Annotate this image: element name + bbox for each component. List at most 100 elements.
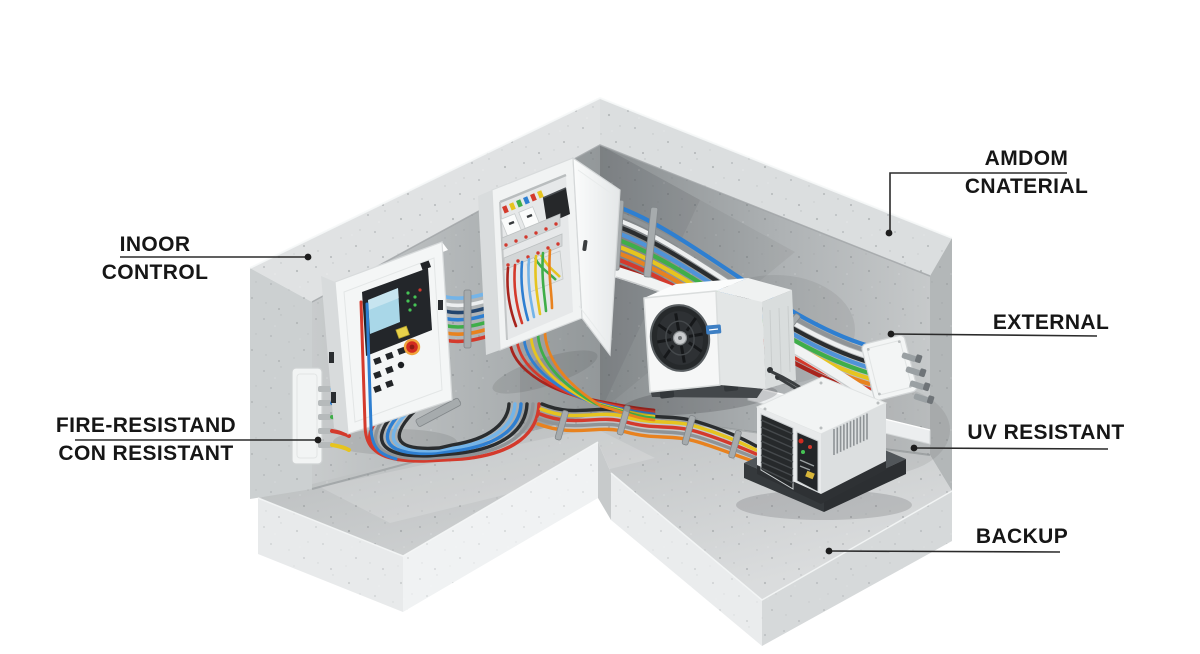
button: [373, 370, 382, 379]
breaker-drop-bundle: [508, 324, 656, 422]
cable-red: [538, 412, 758, 456]
callout-text: FIRE-RESISTAND: [55, 414, 237, 437]
button: [373, 356, 382, 365]
led: [406, 291, 410, 295]
led: [408, 308, 412, 312]
slab-edge-highlight-left: [257, 441, 599, 557]
service-loop-bundle: [367, 402, 541, 463]
external-junction-box: [861, 334, 935, 405]
led: [406, 299, 410, 303]
bolt: [878, 392, 881, 396]
callout-dot-indoor-control: [304, 253, 312, 261]
clip: [681, 415, 696, 446]
callout-text: CON RESISTANT: [58, 442, 234, 465]
latch: [438, 300, 443, 310]
callout-line-backup: [828, 550, 1061, 553]
status-leds: [406, 291, 417, 312]
top-edge-highlight: [249, 96, 953, 269]
callout-text: EXTERNAL: [992, 311, 1110, 334]
generator-label: [805, 470, 815, 480]
callout-dot-external: [887, 330, 895, 338]
cable-black: [397, 402, 511, 451]
fan-hub-dot: [678, 336, 682, 340]
conduit-cover-line: [296, 373, 318, 459]
cable-light-blue: [391, 402, 517, 453]
opening-shadow: [499, 173, 567, 204]
junction-cover: [867, 340, 912, 396]
bolt: [897, 340, 901, 344]
breaker-toggles: [508, 213, 533, 226]
door-handle: [582, 239, 588, 252]
callout-line-wall-material: [889, 172, 1067, 233]
cable-black: [379, 402, 529, 458]
button: [385, 365, 394, 374]
gland-cap: [922, 382, 931, 392]
callout-label-backup: BACKUP: [932, 523, 1112, 551]
top-band-inner-edge: [311, 144, 931, 303]
generator-led-red: [808, 445, 812, 449]
cable-orange: [543, 324, 656, 422]
ac-side-face: [716, 291, 766, 389]
generator-side-vents: [833, 413, 868, 455]
clip: [554, 410, 569, 441]
door-edge-lines: [577, 169, 613, 341]
ac-brand-text: [708, 328, 719, 331]
generator-stop-button: [798, 438, 804, 444]
cable-black: [540, 402, 758, 448]
terminal: [523, 196, 530, 205]
generator-grille: [760, 413, 794, 490]
button: [420, 260, 432, 271]
callout-dot-wall-material: [885, 229, 893, 237]
led: [413, 303, 417, 307]
callout-label-uv-resistant: UV RESISTANT: [946, 419, 1146, 447]
breaker-panel: [478, 156, 621, 357]
button: [385, 379, 394, 388]
grille-slats: [760, 419, 794, 484]
generator-led-green: [801, 450, 805, 454]
button: [385, 351, 394, 360]
screen-glare: [368, 288, 399, 310]
gland: [909, 380, 925, 390]
panel-side-face: [321, 276, 348, 434]
generator-panel-text: [799, 459, 815, 471]
panel-door: [572, 156, 621, 357]
slab-edge-highlight-right: [610, 472, 953, 601]
connector: [318, 414, 333, 420]
ac-top-face: [644, 278, 748, 298]
cable-orange: [536, 422, 758, 464]
clip: [616, 405, 631, 436]
screw: [819, 426, 823, 430]
led: [413, 295, 417, 299]
floor-run-bundle: [536, 402, 758, 464]
callout-text: CONTROL: [101, 261, 209, 284]
callout-line-uv-resistant: [913, 447, 1109, 450]
connector: [318, 400, 333, 406]
cable-yellow: [539, 407, 758, 452]
callout-label-fire-conduit: FIRE-RESISTAND CON RESISTANT: [46, 412, 246, 468]
clip: [415, 397, 462, 427]
callout-text: INOOR: [119, 233, 191, 256]
gland-cap: [918, 368, 927, 378]
terminal: [537, 190, 544, 199]
gland: [913, 393, 929, 403]
gland-cap: [914, 354, 923, 364]
callout-label-indoor-control: INOOR CONTROL: [85, 231, 225, 287]
screw: [876, 401, 880, 405]
hinge: [329, 352, 334, 363]
led-red: [418, 288, 422, 292]
clip: [728, 430, 742, 459]
fan-guard-ring: [665, 320, 695, 356]
ac-side-vents: [769, 305, 791, 377]
callout-lines: [75, 172, 1109, 553]
stub-red: [330, 429, 351, 438]
breaker-shadow: [492, 350, 598, 394]
button: [397, 346, 406, 355]
panel-buttons: [373, 260, 432, 393]
bolt: [866, 347, 870, 351]
ac-top-side: [716, 278, 792, 302]
display-screen: [368, 288, 400, 334]
screw: [819, 381, 823, 385]
indoor-control-panel: [321, 241, 453, 461]
terminal: [509, 202, 516, 211]
terminal: [502, 205, 509, 214]
